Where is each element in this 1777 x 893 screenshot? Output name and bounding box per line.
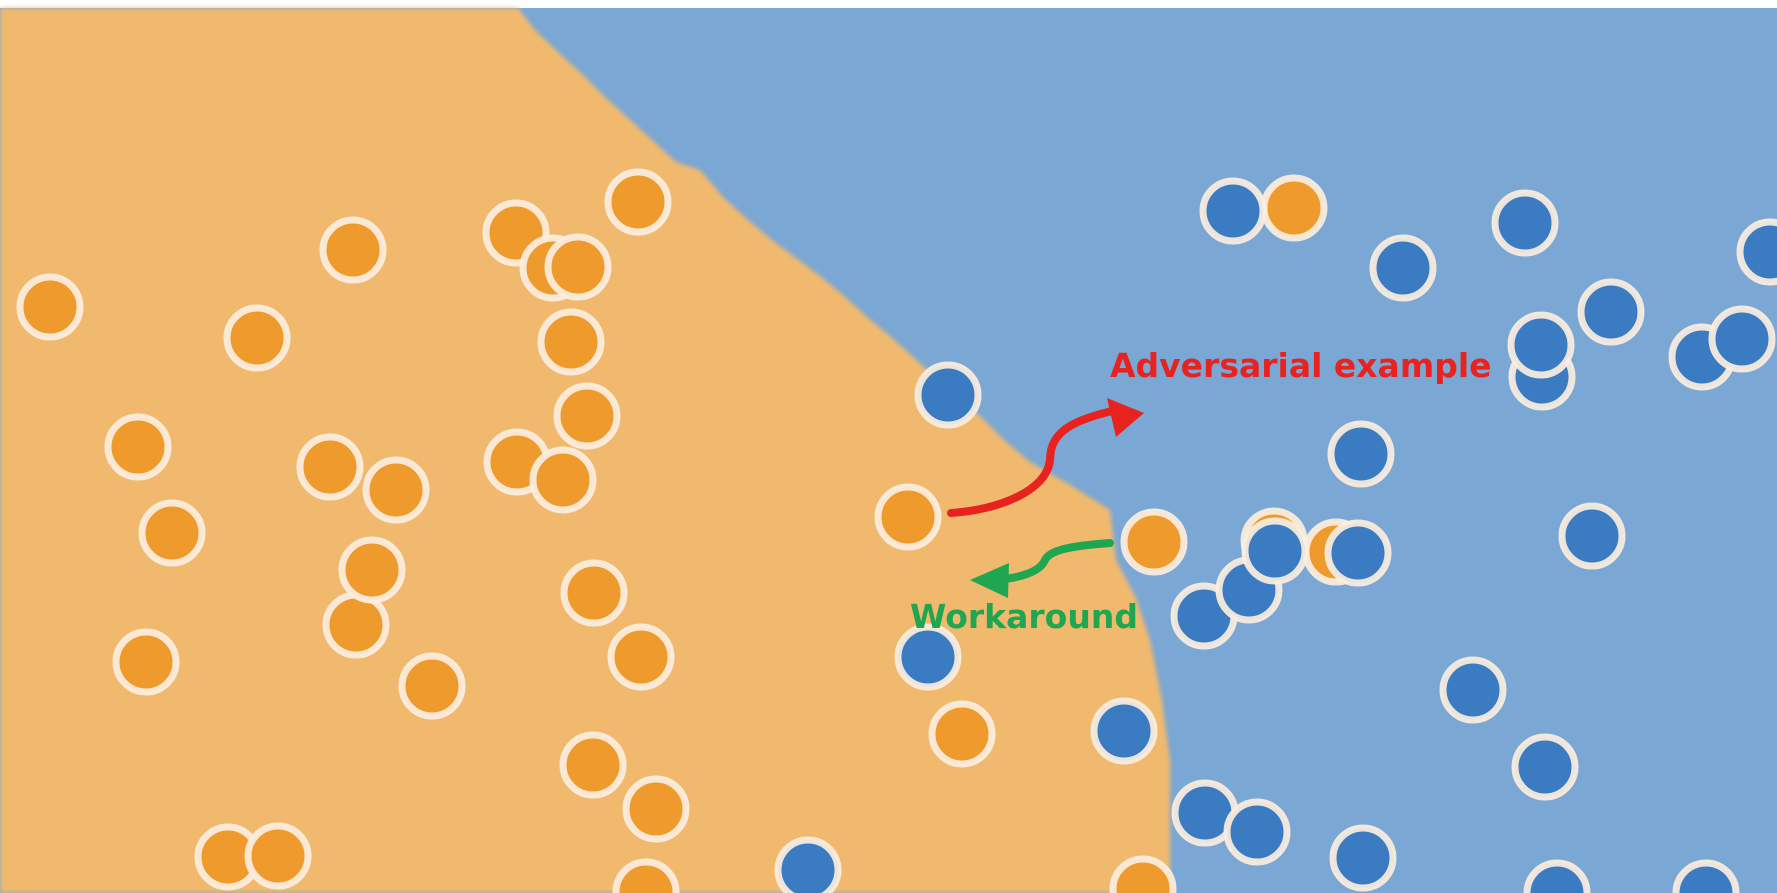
orange-data-point bbox=[338, 536, 406, 604]
blue-data-point bbox=[1324, 519, 1392, 587]
workaround-arrow bbox=[991, 539, 1114, 584]
orange-data-point bbox=[553, 382, 621, 450]
orange-data-point bbox=[138, 499, 206, 567]
blue-data-point bbox=[1672, 859, 1740, 893]
orange-data-point bbox=[560, 559, 628, 627]
orange-data-point bbox=[362, 456, 430, 524]
orange-data-point bbox=[874, 483, 942, 551]
orange-data-point bbox=[296, 433, 364, 501]
blue-data-point bbox=[1329, 824, 1397, 892]
blue-data-point bbox=[1577, 278, 1645, 346]
adversarial-arrow bbox=[947, 406, 1120, 517]
orange-data-point bbox=[537, 308, 605, 376]
blue-data-point bbox=[1558, 502, 1626, 570]
orange-data-point bbox=[16, 273, 84, 341]
blue-data-point bbox=[1708, 305, 1776, 373]
orange-data-point bbox=[544, 233, 612, 301]
blue-data-point bbox=[1327, 420, 1395, 488]
orange-data-point bbox=[398, 652, 466, 720]
blue-data-point bbox=[1090, 697, 1158, 765]
blue-data-point bbox=[1736, 218, 1777, 286]
orange-data-point bbox=[1109, 855, 1177, 893]
blue-data-point bbox=[1223, 798, 1291, 866]
orange-data-point bbox=[319, 216, 387, 284]
orange-data-point bbox=[244, 822, 312, 890]
blue-data-point bbox=[1491, 189, 1559, 257]
orange-data-point bbox=[928, 700, 996, 768]
blue-data-point bbox=[1507, 311, 1575, 379]
orange-data-point bbox=[607, 623, 675, 691]
top-strip bbox=[0, 0, 1777, 8]
adversarial-arrowhead bbox=[1107, 398, 1144, 437]
blue-data-point bbox=[1439, 656, 1507, 724]
blue-data-point bbox=[1241, 517, 1309, 585]
workaround-arrowhead bbox=[970, 563, 1009, 598]
blue-data-point bbox=[914, 361, 982, 429]
orange-class-region bbox=[0, 8, 1170, 893]
blue-data-point bbox=[1199, 177, 1267, 245]
orange-data-point bbox=[223, 304, 291, 372]
orange-data-point bbox=[112, 628, 180, 696]
orange-data-point bbox=[604, 168, 672, 236]
blue-data-point bbox=[1511, 733, 1579, 801]
blue-data-point bbox=[774, 836, 842, 893]
orange-data-point bbox=[612, 858, 680, 893]
orange-data-point bbox=[1120, 508, 1188, 576]
orange-data-point bbox=[529, 446, 597, 514]
blue-data-point bbox=[1369, 234, 1437, 302]
orange-data-point bbox=[104, 413, 172, 481]
blue-data-point bbox=[894, 623, 962, 691]
workaround-label: Workaround bbox=[910, 597, 1138, 636]
blue-data-point bbox=[1523, 859, 1591, 893]
blue-points-group bbox=[774, 177, 1777, 893]
orange-data-point bbox=[1260, 174, 1328, 242]
orange-data-point bbox=[322, 591, 390, 659]
orange-data-point bbox=[622, 775, 690, 843]
orange-data-point bbox=[559, 731, 627, 799]
adversarial-example-label: Adversarial example bbox=[1110, 346, 1492, 385]
